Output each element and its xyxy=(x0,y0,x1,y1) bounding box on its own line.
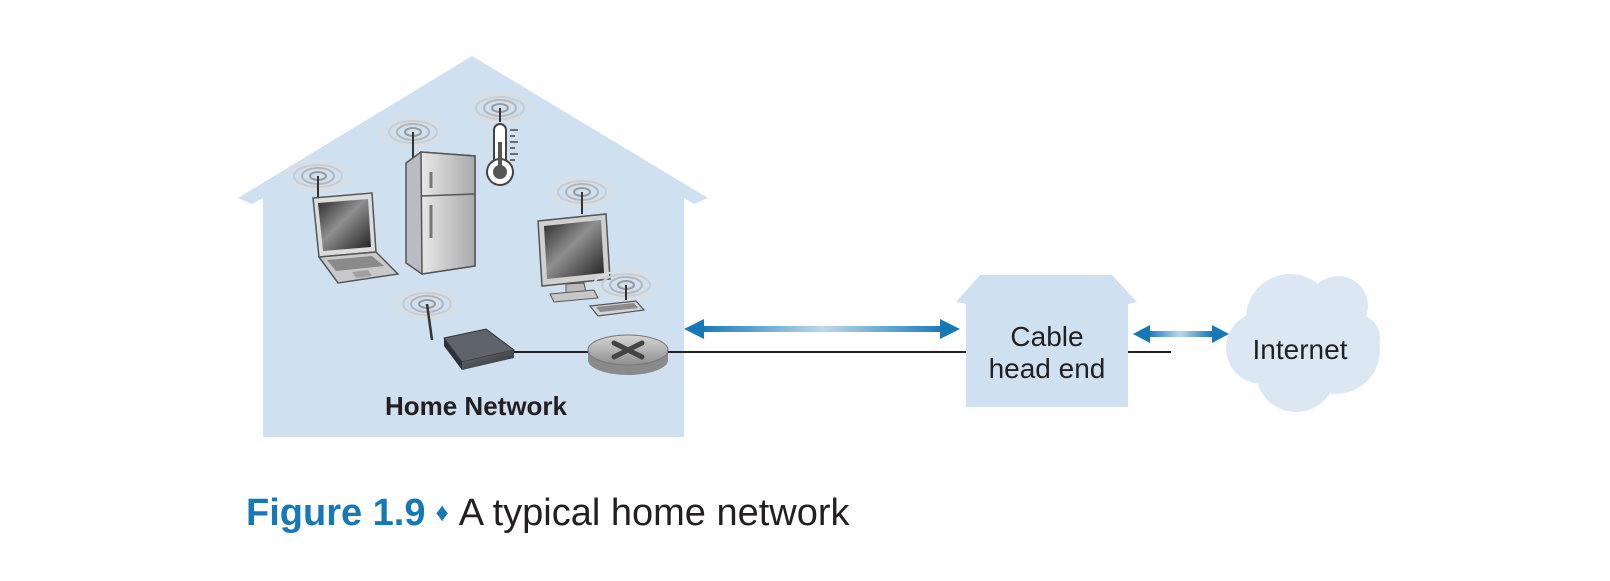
laptop-icon xyxy=(285,161,400,284)
cable-head-end-label-line2: head end xyxy=(989,353,1106,384)
figure-caption: Figure 1.9 ♦ A typical home network xyxy=(246,492,850,535)
refrigerator-icon xyxy=(380,117,476,275)
cable-head-end-label-line1: Cable xyxy=(1010,321,1083,352)
figure-caption-text: A typical home network xyxy=(458,492,850,534)
internet-cloud xyxy=(1226,274,1380,412)
desktop-monitor-icon xyxy=(537,177,615,303)
internet-label: Internet xyxy=(1253,334,1348,365)
home-network-diagram: Home Network Cable head end Internet xyxy=(238,56,1380,437)
home-to-headend-arrow xyxy=(684,319,960,339)
cable-modem-icon xyxy=(394,289,516,370)
diamond-separator-icon: ♦ xyxy=(435,497,449,527)
home-network-label: Home Network xyxy=(385,391,568,421)
thermometer-icon xyxy=(467,93,533,186)
router-icon xyxy=(587,334,669,375)
keyboard-icon xyxy=(588,270,659,317)
figure-number: Figure 1.9 xyxy=(246,492,426,534)
headend-to-internet-arrow xyxy=(1133,325,1229,343)
cable-head-end-box xyxy=(956,275,1137,407)
